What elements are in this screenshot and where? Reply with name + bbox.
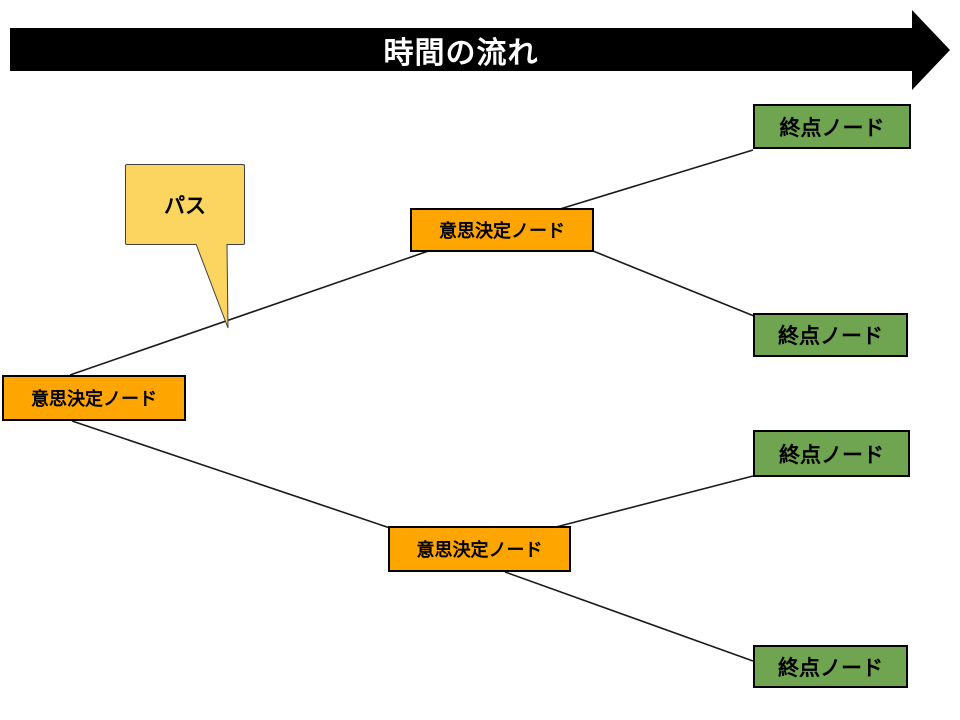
end-node-4-label: 終点ノード — [778, 656, 883, 680]
connector-lower-to-end4 — [504, 571, 754, 662]
decision-node-root: 意思決定ノード — [2, 375, 186, 421]
end-node-4: 終点ノード — [753, 645, 908, 688]
banner-title: 時間の流れ — [383, 36, 539, 70]
end-node-1-label: 終点ノード — [779, 116, 885, 140]
decision-node-root-label: 意思決定ノード — [31, 389, 157, 409]
end-node-3: 終点ノード — [753, 430, 910, 477]
connector-root-to-upper — [69, 246, 441, 376]
timeline-arrow-banner: 時間の流れ — [10, 28, 912, 71]
decision-node-upper: 意思決定ノード — [410, 208, 594, 252]
end-node-3-label: 終点ノード — [779, 443, 884, 467]
decision-node-lower-label: 意思決定ノード — [416, 540, 543, 560]
connector-upper-to-end1 — [559, 149, 754, 210]
connector-lower-to-end3 — [555, 475, 754, 528]
decision-node-lower: 意思決定ノード — [388, 526, 571, 572]
end-node-2-label: 終点ノード — [778, 325, 883, 348]
end-node-2: 終点ノード — [753, 313, 908, 357]
connector-upper-to-end2 — [592, 250, 755, 317]
path-callout-tail — [195, 243, 229, 329]
decision-node-upper-label: 意思決定ノード — [439, 221, 565, 241]
connector-root-to-lower — [71, 420, 391, 529]
path-callout: パス — [125, 164, 245, 245]
end-node-1: 終点ノード — [753, 104, 911, 149]
path-callout-label: パス — [164, 194, 206, 218]
arrow-head-icon — [912, 10, 950, 90]
